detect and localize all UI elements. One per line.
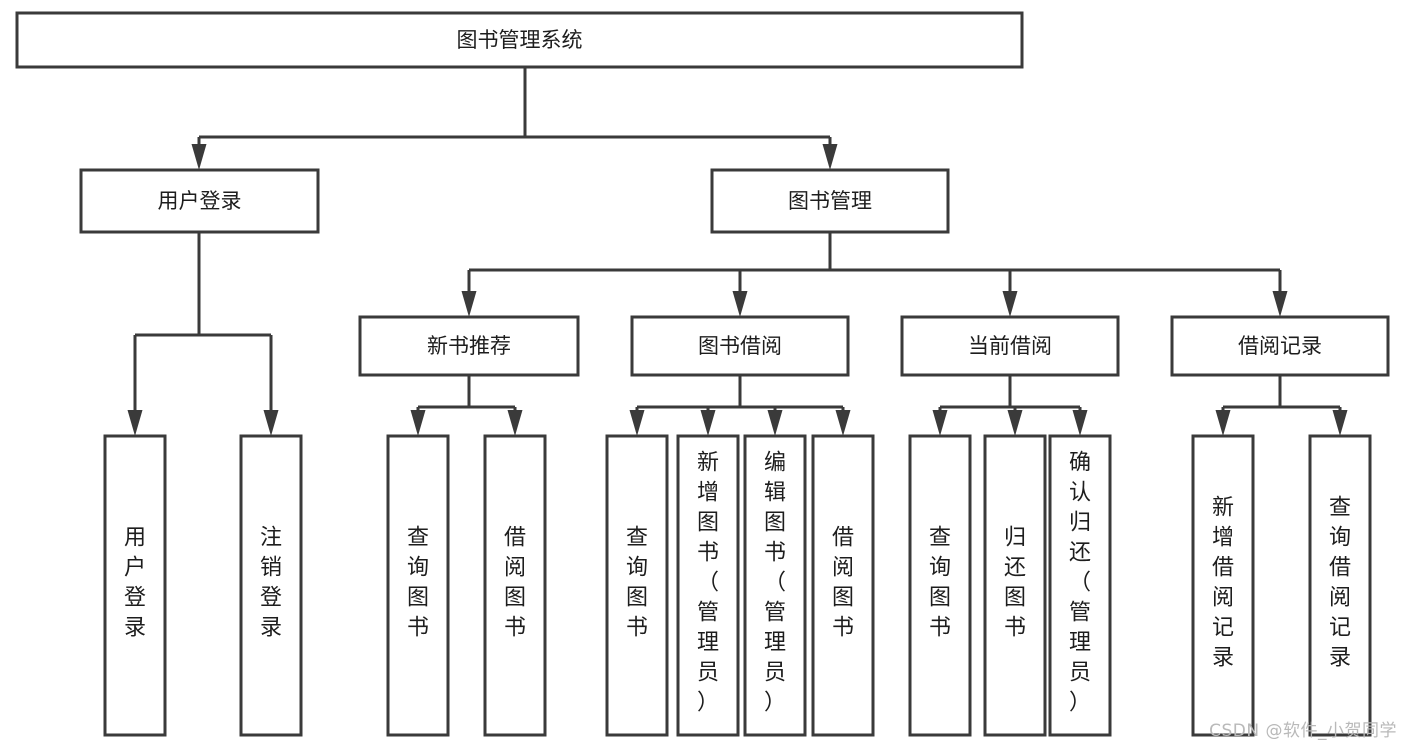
node-label: 查询图书: [407, 526, 429, 641]
node-label: 编辑图书（管理员）: [764, 451, 786, 716]
node-leaf-add-record[interactable]: 新增借阅记录: [1191, 434, 1255, 737]
conn-bookmanage-to-level3: [461, 232, 1288, 317]
connector-layer: [127, 67, 1348, 436]
node-label: 确认归还（管理员）: [1069, 451, 1091, 716]
node-label: 图书管理: [788, 189, 872, 213]
node-label: 用户登录: [124, 526, 146, 641]
node-label: 图书管理系统: [457, 28, 583, 52]
node-leaf-borrow-book-rec[interactable]: 借阅图书: [483, 434, 547, 737]
node-book-borrow[interactable]: 图书借阅: [630, 315, 850, 377]
node-user-login[interactable]: 用户登录: [79, 168, 320, 234]
node-root[interactable]: 图书管理系统: [15, 11, 1024, 69]
node-label: 新增图书（管理员）: [697, 451, 719, 716]
conn-userlogin-to-leaves: [127, 232, 279, 436]
node-borrow-record[interactable]: 借阅记录: [1170, 315, 1390, 377]
node-label: 图书借阅: [698, 334, 782, 358]
node-label: 归还图书: [1004, 526, 1026, 641]
node-label: 借阅图书: [832, 526, 854, 641]
conn-currentborrow-to-leaves: [932, 375, 1088, 436]
node-label: 借阅记录: [1238, 334, 1322, 358]
node-leaf-edit-book[interactable]: 编辑图书（管理员）: [743, 434, 807, 737]
node-label: 用户登录: [158, 189, 242, 213]
node-label: 当前借阅: [968, 334, 1052, 358]
conn-bookborrow-to-leaves: [629, 375, 851, 436]
conn-borrowrecord-to-leaves: [1215, 375, 1348, 436]
csdn-watermark: CSDN @软件_小贺同学: [1209, 721, 1397, 741]
node-label: 注销登录: [260, 526, 282, 641]
node-layer: 图书管理系统用户登录图书管理新书推荐图书借阅当前借阅借阅记录用户登录注销登录查询…: [15, 11, 1390, 737]
node-leaf-confirm-return[interactable]: 确认归还（管理员）: [1048, 434, 1112, 737]
node-leaf-borrow-book[interactable]: 借阅图书: [811, 434, 875, 737]
node-leaf-return-book[interactable]: 归还图书: [983, 434, 1047, 737]
node-label: 新增借阅记录: [1212, 496, 1234, 671]
node-book-manage[interactable]: 图书管理: [710, 168, 950, 234]
node-leaf-query-record[interactable]: 查询借阅记录: [1308, 434, 1372, 737]
node-leaf-query-book-cur[interactable]: 查询图书: [908, 434, 972, 737]
conn-root-to-level2: [191, 67, 838, 170]
node-label: 借阅图书: [504, 526, 526, 641]
node-new-book-rec[interactable]: 新书推荐: [358, 315, 580, 377]
node-leaf-add-book[interactable]: 新增图书（管理员）: [676, 434, 740, 737]
node-leaf-query-book-borrow[interactable]: 查询图书: [605, 434, 669, 737]
node-label: 查询借阅记录: [1329, 496, 1351, 671]
node-leaf-logout[interactable]: 注销登录: [239, 434, 303, 737]
conn-newbookrec-to-leaves: [410, 375, 523, 436]
node-label: 查询图书: [626, 526, 648, 641]
node-leaf-query-book-rec[interactable]: 查询图书: [386, 434, 450, 737]
node-current-borrow[interactable]: 当前借阅: [900, 315, 1120, 377]
node-leaf-user-login[interactable]: 用户登录: [103, 434, 167, 737]
node-label: 新书推荐: [427, 334, 511, 358]
node-label: 查询图书: [929, 526, 951, 641]
